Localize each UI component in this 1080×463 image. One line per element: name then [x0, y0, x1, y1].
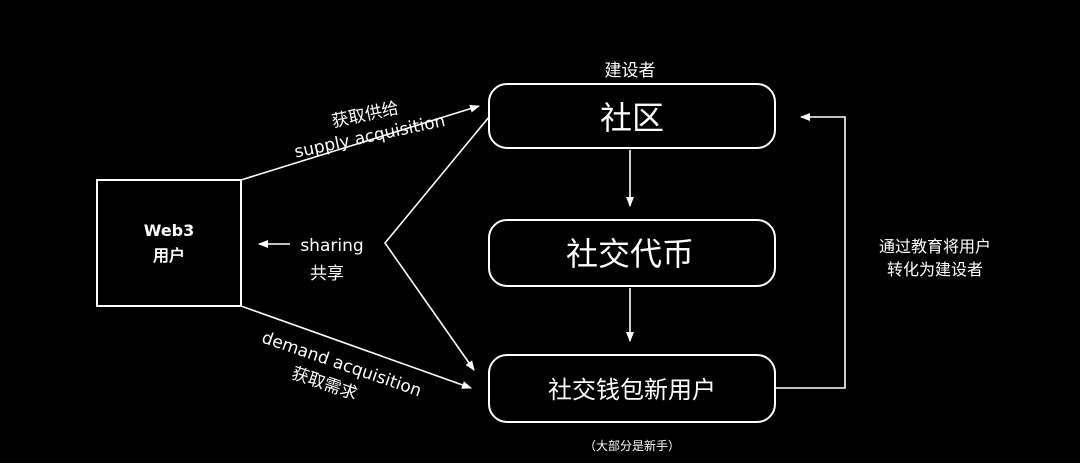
- web3-label: Web3: [144, 221, 195, 240]
- feedback-arrow: [775, 113, 846, 389]
- sharing-arrow: [383, 116, 490, 371]
- web3-user-box: [96, 179, 242, 307]
- community-box: [488, 83, 776, 149]
- new-users-note: （大部分是新手）: [584, 438, 680, 453]
- feedback-line1: 通过教育将用户: [879, 237, 991, 256]
- social-token-box: [488, 219, 776, 287]
- supply-label: 获取供给 supply acquisition: [293, 98, 447, 162]
- sharing-en: sharing: [300, 236, 363, 256]
- new-wallet-users-label: 社交钱包新用户: [548, 376, 716, 404]
- user-label: 用户: [153, 246, 185, 265]
- community-label: 社区: [600, 99, 664, 137]
- demand-arrow: [240, 305, 472, 389]
- supply-arrow: [240, 104, 480, 181]
- social-token-label: 社交代币: [566, 235, 694, 273]
- web3-user-node: Web3 用户: [96, 179, 242, 307]
- feedback-line2: 转化为建设者: [887, 260, 983, 279]
- sharing-zh: 共享: [310, 264, 344, 284]
- demand-label: demand acquisition 获取需求: [259, 328, 424, 405]
- builder-label: 建设者: [605, 61, 656, 81]
